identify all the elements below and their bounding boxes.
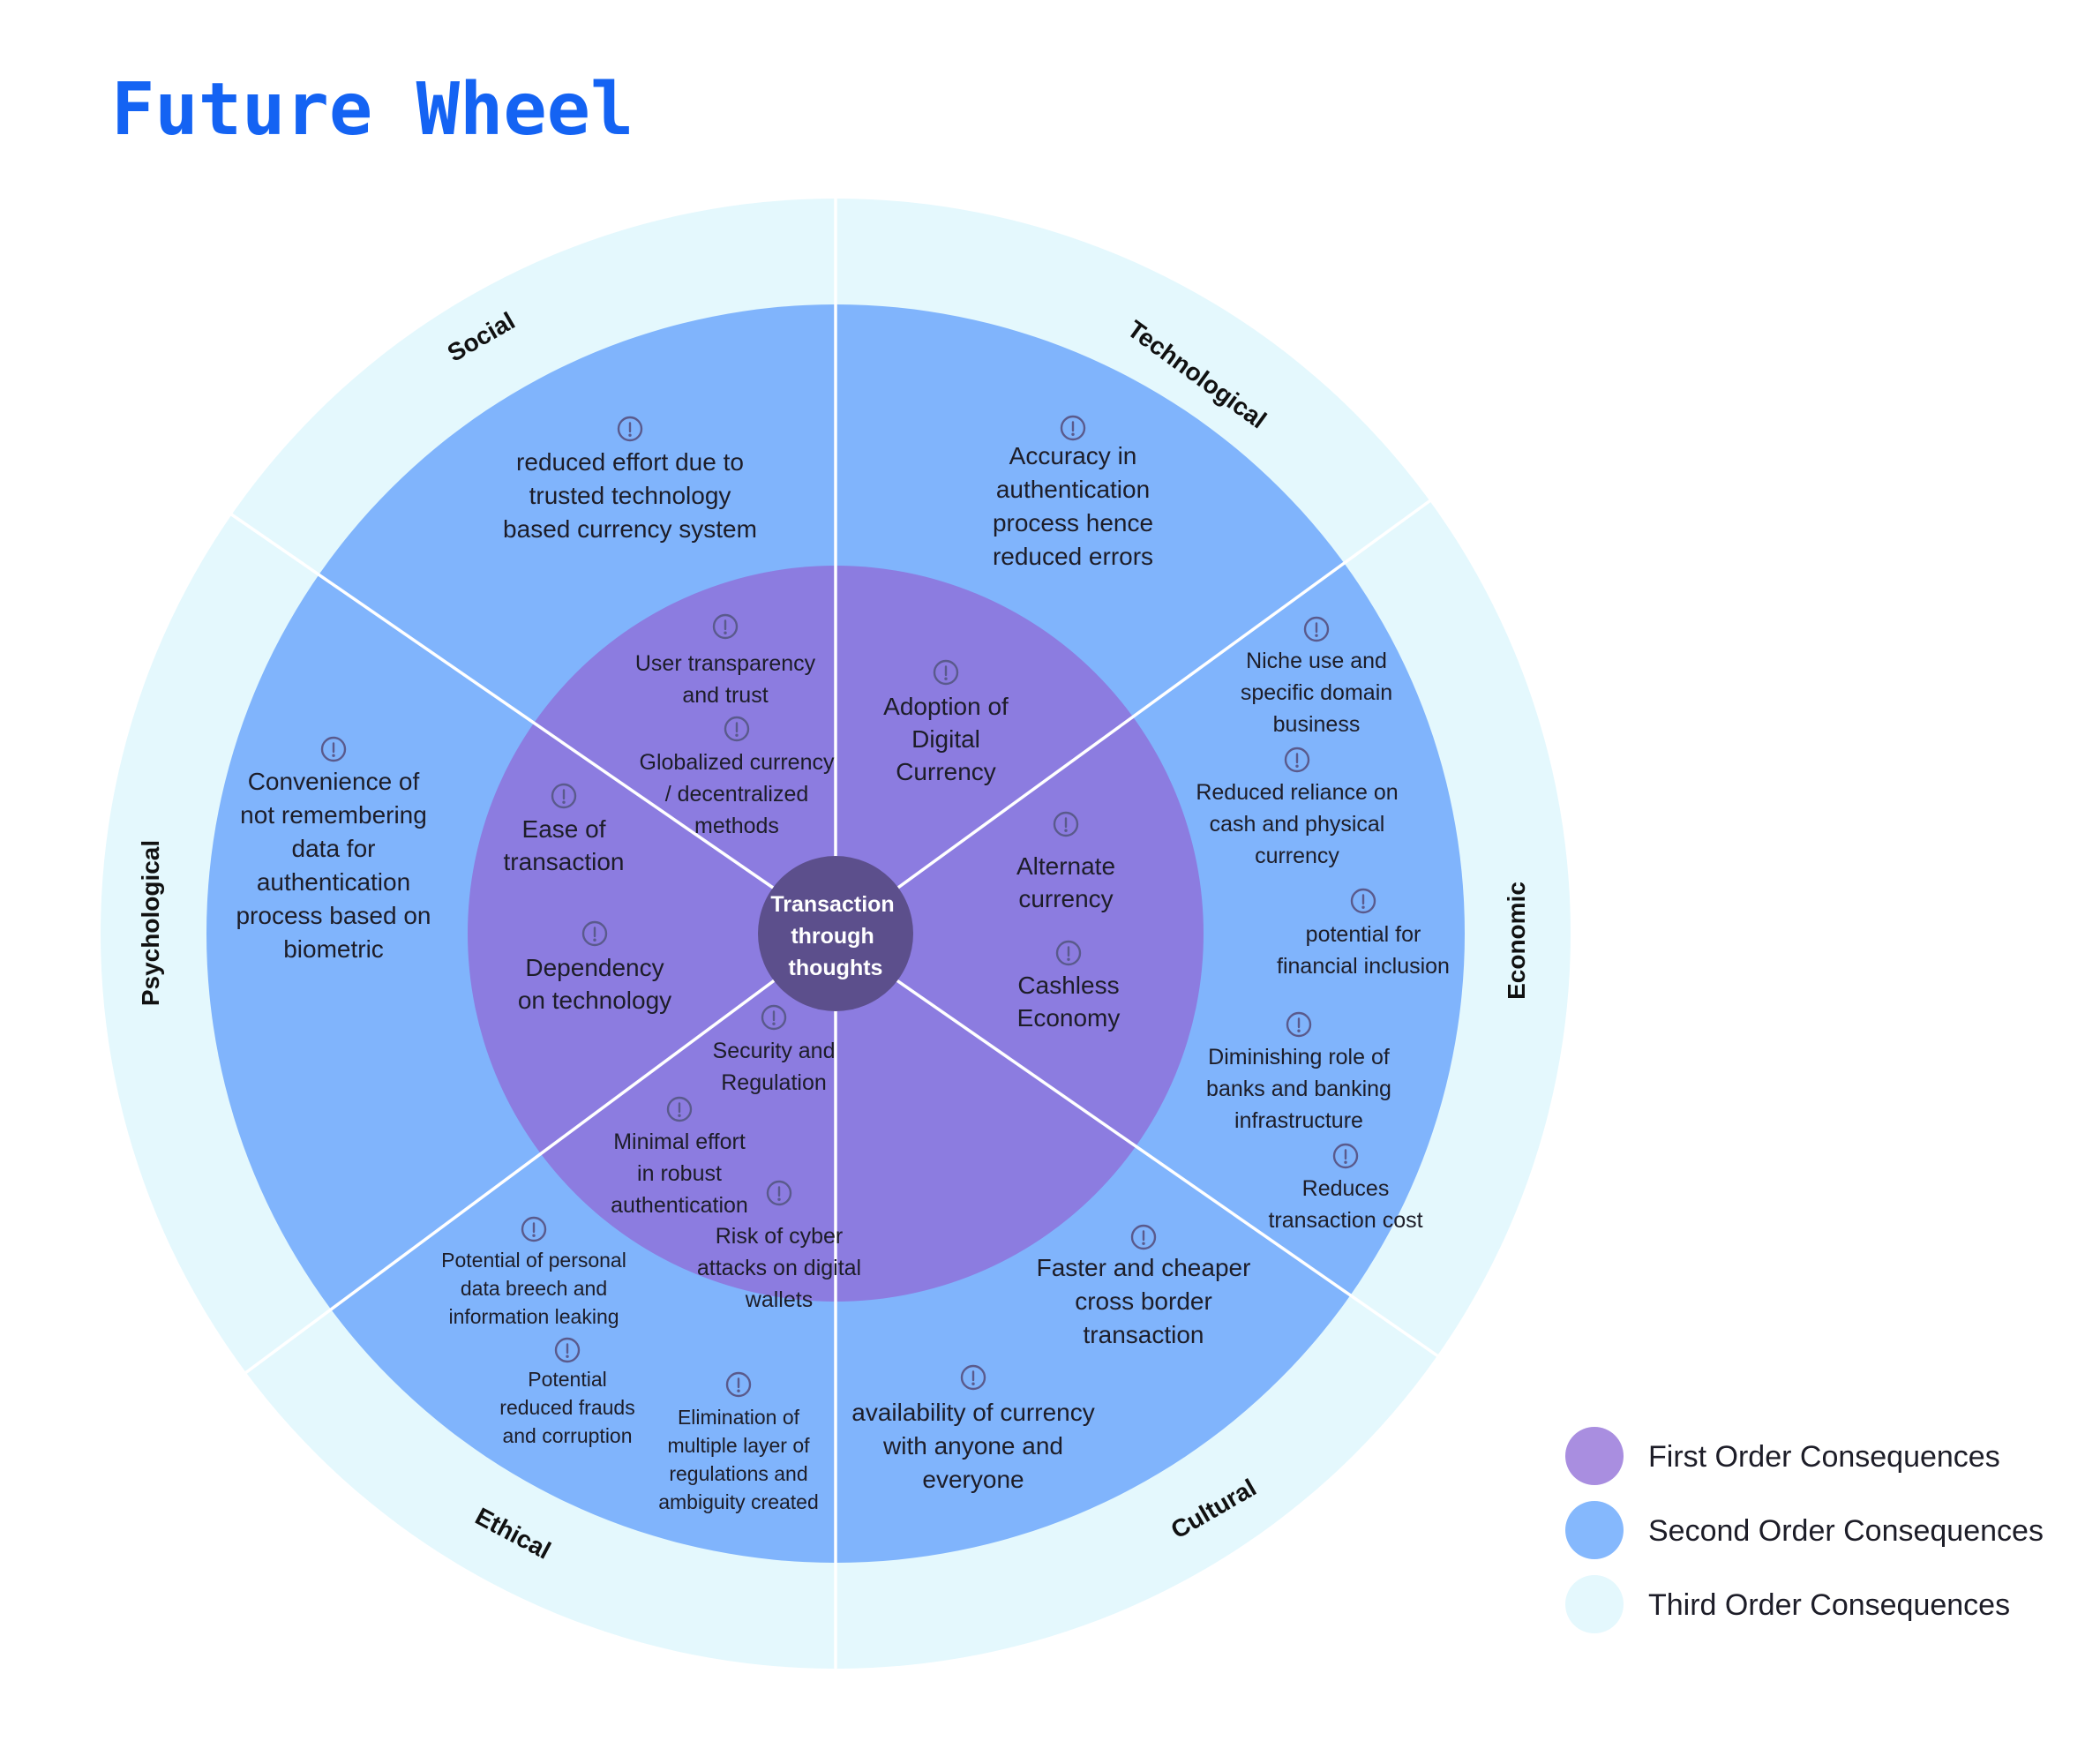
legend-swatch-first-order (1565, 1427, 1624, 1485)
legend-label-second-order: Second Order Consequences (1648, 1514, 2044, 1548)
divider-upper-left (227, 510, 776, 891)
legend: First Order Consequences Second Order Co… (1565, 1427, 2044, 1633)
divider-upper-right (894, 497, 1435, 891)
divider-lower-right (895, 978, 1439, 1358)
center-circle (758, 856, 913, 1011)
legend-label-third-order: Third Order Consequences (1648, 1588, 2010, 1622)
page-title: Future Wheel (111, 68, 634, 152)
legend-label-first-order: First Order Consequences (1648, 1440, 2000, 1474)
legend-swatch-third-order (1565, 1575, 1624, 1633)
category-economic: Economic (1503, 882, 1530, 1000)
center-label: Transaction through thoughts (770, 892, 900, 980)
category-psychological: Psychological (137, 840, 164, 1006)
legend-swatch-second-order (1565, 1501, 1624, 1559)
divider-lower-left (244, 978, 777, 1375)
